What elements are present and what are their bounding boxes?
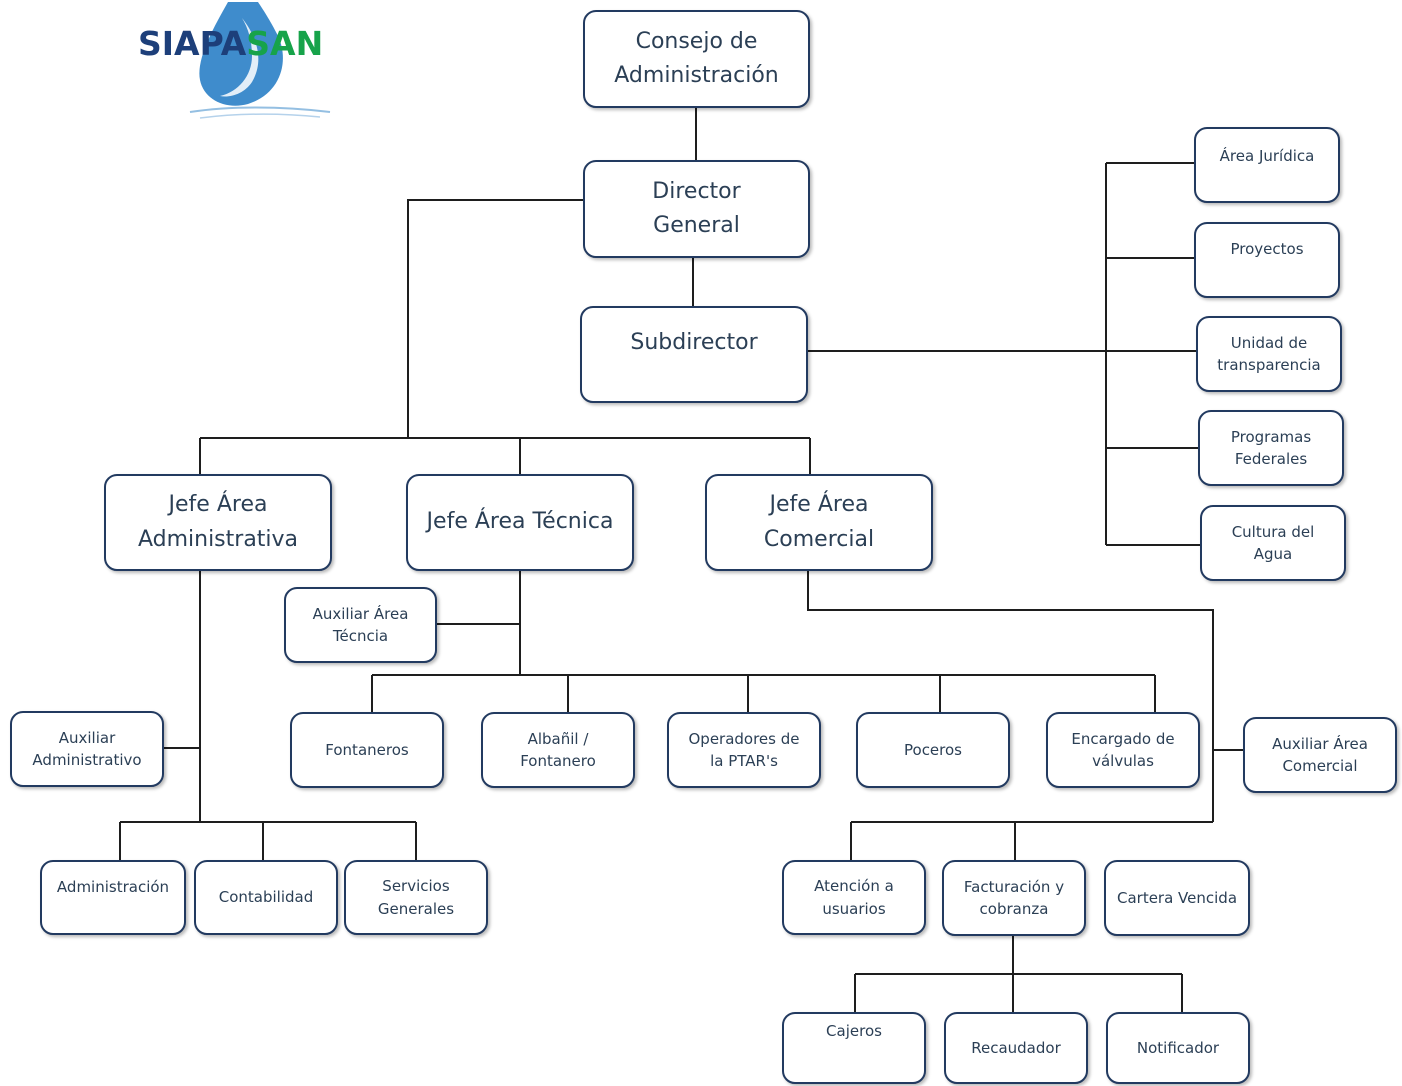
box-facturacion-cobranza: Facturación y cobranza	[942, 860, 1086, 936]
label-fontaneros: Fontaneros	[325, 740, 409, 759]
label-director-general: Director General	[652, 178, 741, 238]
siapasan-logo: SIAPASAN	[130, 0, 370, 124]
box-atencion-usuarios: Atención a usuarios	[782, 860, 926, 935]
label-proyectos: Proyectos	[1230, 240, 1304, 258]
label-unidad-transparencia: Unidad de transparencia	[1217, 333, 1321, 375]
label-administracion: Administración	[56, 878, 170, 896]
water-drop-icon	[189, 2, 331, 119]
box-administracion: Administración	[40, 860, 186, 935]
box-cartera-vencida: Cartera Vencida	[1104, 860, 1250, 936]
box-auxiliar-administrativo: Auxiliar Administrativo	[10, 711, 164, 787]
label-auxiliar-area-comercial: Auxiliar Área Comercial	[1272, 734, 1368, 776]
box-proyectos: Proyectos	[1194, 222, 1340, 298]
box-albanil-fontanero: Albañil / Fontanero	[481, 712, 635, 788]
box-consejo-administracion: Consejo de Administración	[583, 10, 810, 108]
box-notificador: Notificador	[1106, 1012, 1250, 1084]
label-programas-federales: Programas Federales	[1230, 427, 1312, 469]
box-poceros: Poceros	[856, 712, 1010, 788]
label-operadores-ptar: Operadores de la PTAR's	[688, 729, 800, 771]
label-jefe-area-comercial: Jefe Área Comercial	[763, 492, 875, 552]
logo-wordmark: SIAPASAN	[138, 24, 324, 63]
box-cultura-agua: Cultura del Agua	[1200, 505, 1346, 581]
label-encargado-valvulas: Encargado de válvulas	[1071, 729, 1175, 771]
box-recaudador: Recaudador	[944, 1012, 1088, 1084]
box-servicios-generales: Servicios Generales	[344, 860, 488, 935]
box-fontaneros: Fontaneros	[290, 712, 444, 788]
label-consejo-administracion: Consejo de Administración	[614, 28, 779, 88]
label-auxiliar-administrativo: Auxiliar Administrativo	[32, 728, 142, 770]
label-albanil-fontanero: Albañil / Fontanero	[520, 729, 596, 771]
box-operadores-ptar: Operadores de la PTAR's	[667, 712, 821, 788]
label-servicios-generales: Servicios Generales	[377, 877, 455, 918]
box-cajeros: Cajeros	[782, 1012, 926, 1084]
box-auxiliar-area-tecnica: Auxiliar Área Técncia	[284, 587, 437, 663]
label-auxiliar-area-tecnica: Auxiliar Área Técncia	[312, 604, 409, 646]
label-atencion-usuarios: Atención a usuarios	[814, 877, 894, 918]
label-cultura-agua: Cultura del Agua	[1231, 522, 1315, 564]
box-contabilidad: Contabilidad	[194, 860, 338, 935]
label-contabilidad: Contabilidad	[218, 888, 314, 907]
label-notificador: Notificador	[1136, 1038, 1220, 1057]
box-area-juridica: Área Jurídica	[1194, 127, 1340, 203]
box-jefe-area-tecnica: Jefe Área Técnica	[406, 474, 634, 571]
box-encargado-valvulas: Encargado de válvulas	[1046, 712, 1200, 788]
label-cajeros: Cajeros	[826, 1022, 882, 1040]
box-unidad-transparencia: Unidad de transparencia	[1196, 316, 1342, 392]
label-jefe-area-administrativa: Jefe Área Administrativa	[137, 492, 299, 552]
box-programas-federales: Programas Federales	[1198, 410, 1344, 486]
label-cartera-vencida: Cartera Vencida	[1116, 888, 1238, 907]
box-jefe-area-comercial: Jefe Área Comercial	[705, 474, 933, 571]
box-director-general: Director General	[583, 160, 810, 258]
label-poceros: Poceros	[904, 740, 962, 759]
label-jefe-area-tecnica: Jefe Área Técnica	[426, 509, 614, 535]
box-jefe-area-administrativa: Jefe Área Administrativa	[104, 474, 332, 571]
label-recaudador: Recaudador	[971, 1038, 1061, 1057]
label-subdirector: Subdirector	[630, 330, 758, 355]
box-auxiliar-area-comercial: Auxiliar Área Comercial	[1243, 717, 1397, 793]
label-area-juridica: Área Jurídica	[1219, 147, 1315, 165]
box-subdirector: Subdirector	[580, 306, 808, 403]
label-facturacion-cobranza: Facturación y cobranza	[963, 877, 1065, 919]
